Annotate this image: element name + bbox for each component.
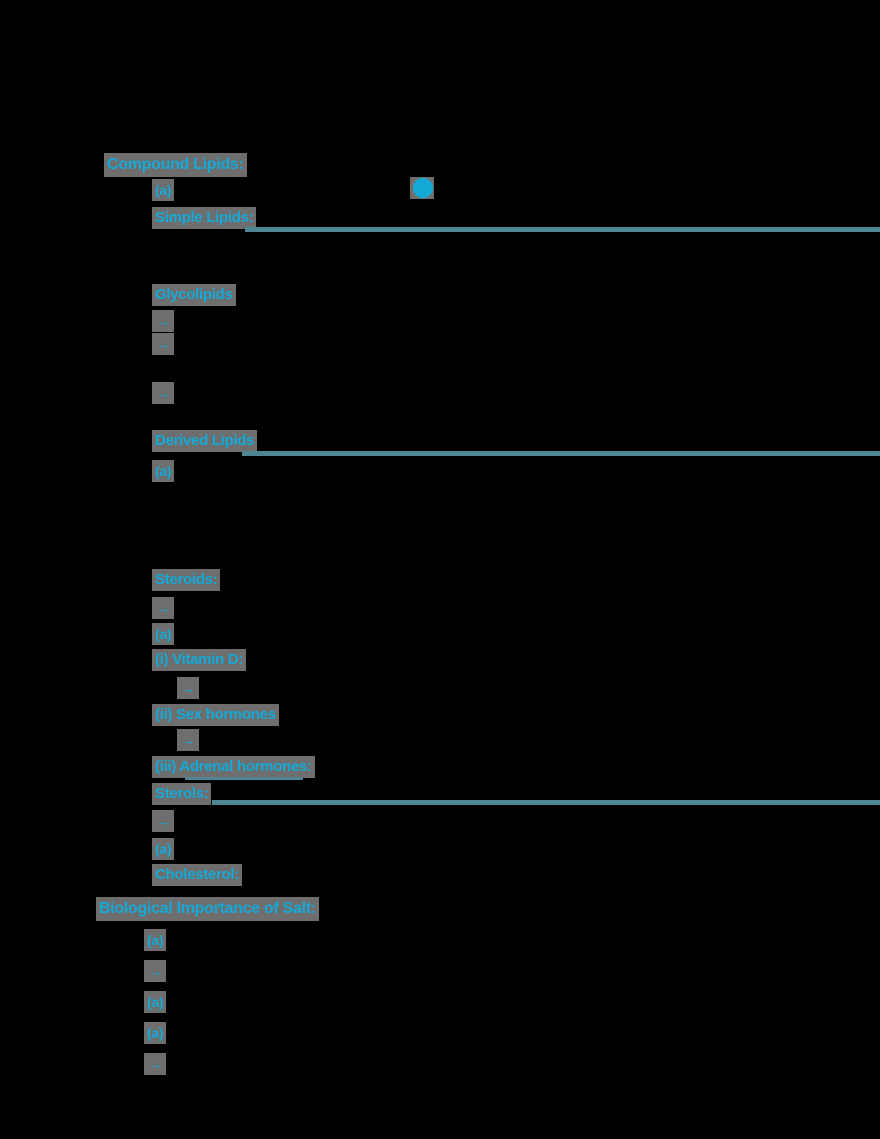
heading-cholesterol: Cholesterol: [152, 864, 242, 886]
arrow-icon: → [152, 310, 174, 332]
heading-biological-importance: Biological Importance of Salt: [96, 897, 319, 921]
heading-steroids: Steroids: [152, 569, 221, 591]
arrow-icon: → [144, 1053, 166, 1075]
section-divider [212, 800, 880, 805]
bullet-marker: (a) [152, 460, 175, 482]
bullet-marker: (a) [144, 929, 167, 951]
arrow-icon: → [152, 810, 174, 832]
arrow-icon: → [152, 382, 174, 404]
heading-compound-lipids: Compound Lipids: [104, 153, 247, 177]
arrow-icon: → [152, 333, 174, 355]
heading-sex-hormones: (ii) Sex hormones [152, 704, 279, 726]
section-divider [242, 451, 880, 456]
heading-simple-lipids: Simple Lipids: [152, 207, 257, 229]
heading-glycolipids: Glycolipids [152, 284, 236, 306]
arrow-icon: → [152, 597, 174, 619]
section-divider [245, 227, 880, 232]
bullet-marker: (a) [144, 991, 167, 1013]
bullet-marker: (a) [152, 623, 175, 645]
arrow-icon: → [144, 960, 166, 982]
underline [185, 777, 303, 780]
bullet-dot-icon [410, 177, 434, 199]
bullet-marker: (a) [144, 1022, 167, 1044]
arrow-icon: → [177, 729, 199, 751]
heading-derived-lipids: Derived Lipids [152, 430, 258, 452]
heading-adrenal-hormones: (iii) Adrenal hormones: [152, 756, 315, 778]
bullet-marker: (a) [152, 838, 175, 860]
heading-sterols: Sterols: [152, 783, 212, 805]
heading-vitamin-d: (i) Vitamin D: [152, 649, 247, 671]
bullet-marker: (a) [152, 179, 175, 201]
arrow-icon: → [177, 677, 199, 699]
